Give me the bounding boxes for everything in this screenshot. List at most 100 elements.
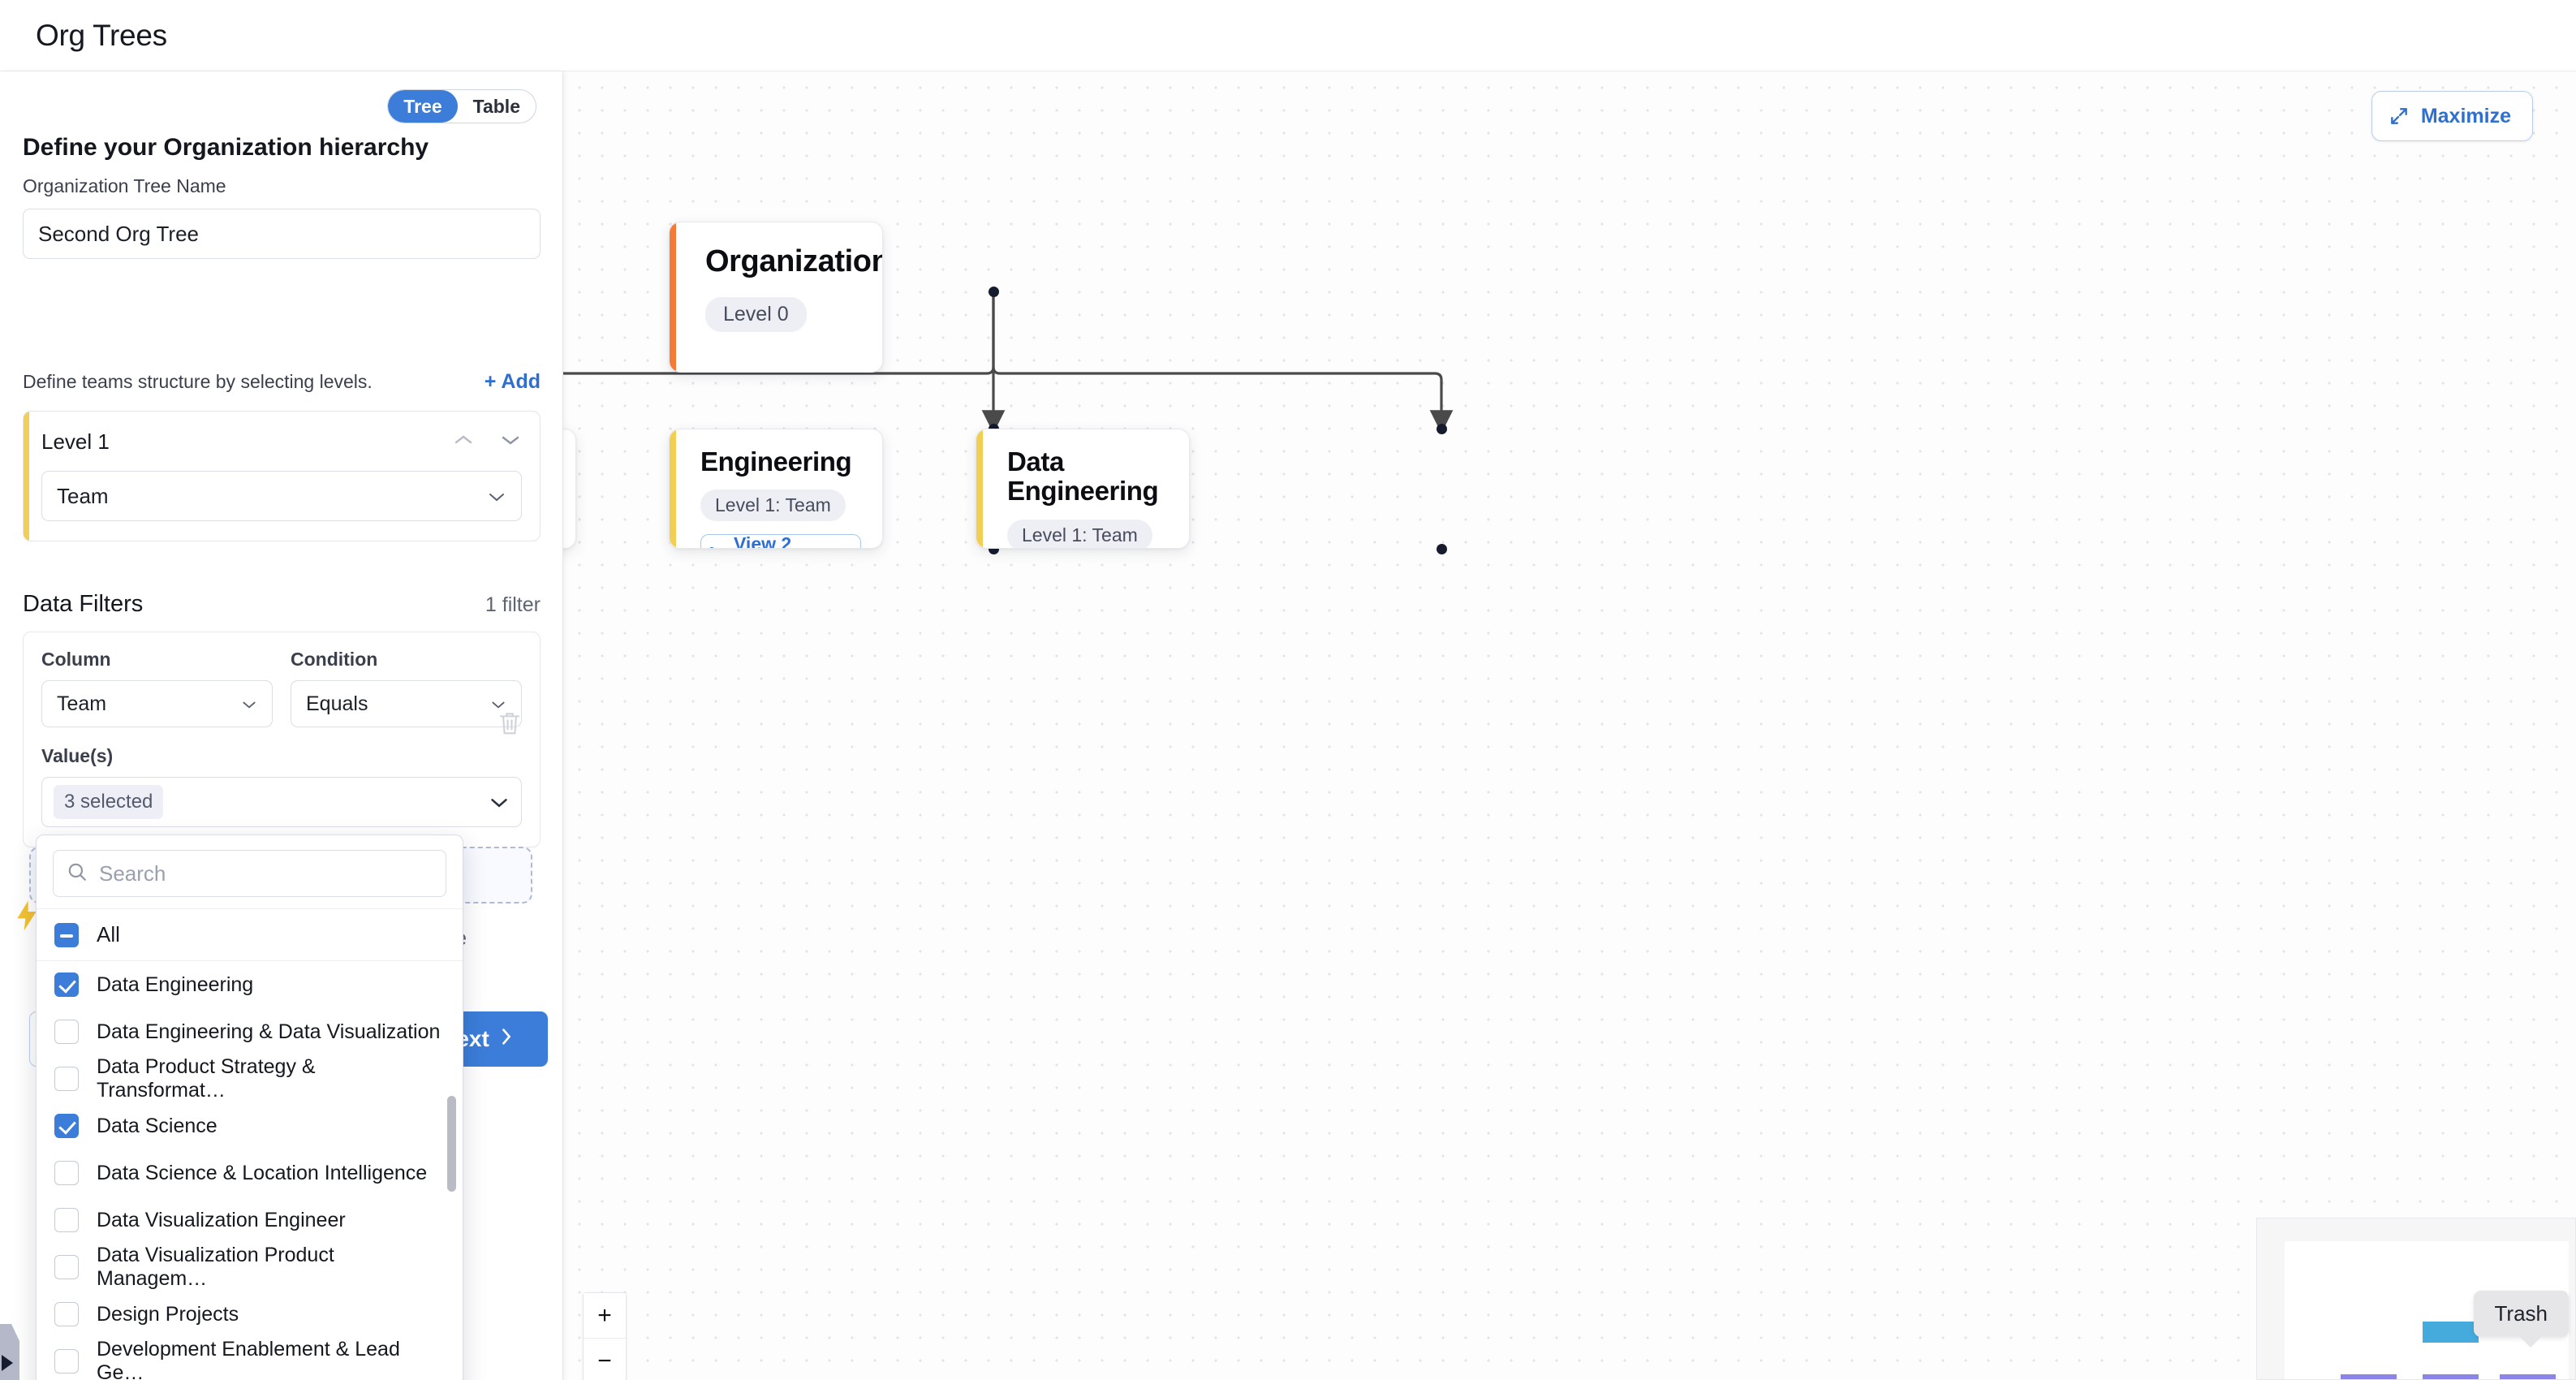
node-title: Data Engineering [1007, 446, 1159, 507]
maximize-label: Maximize [2420, 104, 2511, 127]
option-label: Data Engineering [97, 972, 254, 996]
node-accent-bar [976, 429, 983, 548]
filter-values-label: Value(s) [41, 745, 114, 766]
option-checkbox[interactable] [54, 972, 79, 997]
filter-values-select[interactable]: 3 selected [41, 777, 522, 827]
data-filters-heading: Data Filters [23, 591, 144, 617]
view-members-label: View 2 members [734, 533, 792, 549]
add-level-button[interactable]: + Add [485, 370, 541, 394]
tree-name-input[interactable]: Second Org Tree [23, 209, 541, 259]
tree-node-data-science[interactable]: Data Science Level 1: Team View 2 m [563, 429, 576, 549]
dropdown-select-all-row[interactable]: All [37, 909, 463, 961]
filter-condition-label: Condition [291, 649, 378, 670]
members-icon [701, 545, 722, 548]
node-level-chip: Level 1: Team [700, 489, 846, 522]
level-name: Level 1 [41, 429, 110, 454]
panel-heading: Define your Organization hierarchy [23, 134, 429, 161]
trash-tooltip: Trash [2473, 1291, 2569, 1348]
option-label: Data Science [97, 1114, 218, 1137]
search-box[interactable] [53, 850, 446, 897]
chevron-down-icon [487, 484, 506, 509]
search-icon [67, 861, 88, 886]
tab-tree[interactable]: Tree [388, 90, 458, 123]
level-type-value: Team [57, 483, 109, 508]
node-title: Engineering [700, 446, 852, 477]
plus-icon: + [484, 370, 497, 393]
list-item[interactable]: Data Visualization Product Managem… [37, 1244, 463, 1291]
view-members-button[interactable]: View 2 members [700, 533, 861, 549]
top-bar: Org Trees [0, 0, 2576, 71]
minimap[interactable]: Trash [2256, 1218, 2576, 1380]
option-checkbox[interactable] [54, 1349, 79, 1374]
list-item[interactable]: Design Projects [37, 1291, 463, 1338]
add-level-label: Add [501, 370, 541, 393]
maximize-button[interactable]: Maximize [2371, 91, 2533, 141]
chevron-down-icon [490, 692, 506, 716]
filter-count: 1 filter [485, 593, 541, 616]
view-toggle[interactable]: Tree Table [387, 89, 536, 123]
multiselect-dropdown[interactable]: All Data Engineering Data Engineering & … [36, 834, 463, 1380]
list-item[interactable]: Data Product Strategy & Transformat… [37, 1055, 463, 1102]
lightning-icon [13, 899, 41, 936]
minimap-node [2500, 1374, 2556, 1379]
chevron-right-icon [2, 1355, 13, 1371]
node-port-bottom [1437, 544, 1447, 554]
tab-table[interactable]: Table [472, 96, 520, 117]
list-item[interactable]: Data Engineering & Data Visualization [37, 1008, 463, 1055]
selected-count-chip: 3 selected [54, 785, 164, 819]
zoom-in-button[interactable]: + [584, 1293, 626, 1339]
dropdown-scrollbar[interactable] [447, 1096, 456, 1192]
node-level-chip: Level 0 [705, 296, 807, 332]
dropdown-option-list[interactable]: Data Engineering Data Engineering & Data… [37, 961, 463, 1380]
filter-condition-value: Equals [306, 692, 368, 715]
minimap-viewport [2285, 1241, 2569, 1379]
filter-column-select[interactable]: Team [41, 680, 273, 727]
option-checkbox[interactable] [54, 1161, 79, 1185]
level-card: Level 1 Team [23, 411, 541, 541]
tree-name-label: Organization Tree Name [23, 175, 226, 196]
tree-name-value: Second Org Tree [38, 221, 199, 246]
chevron-down-icon [489, 790, 510, 815]
tree-node-organization[interactable]: Organization Level 0 [669, 222, 883, 373]
search-input[interactable] [99, 860, 433, 886]
filter-condition-select[interactable]: Equals [291, 680, 522, 727]
collapse-panel-handle[interactable] [0, 1324, 19, 1380]
move-down-icon[interactable] [499, 433, 522, 451]
list-item[interactable]: Data Science [37, 1102, 463, 1149]
option-label: Development Enablement & Lead Ge… [97, 1338, 400, 1380]
option-checkbox[interactable] [54, 1208, 79, 1232]
filter-column-label: Column [41, 649, 111, 670]
list-item[interactable]: Data Science & Location Intelligence [37, 1149, 463, 1197]
chevron-down-icon [241, 692, 257, 716]
option-checkbox[interactable] [54, 1020, 79, 1044]
option-checkbox[interactable] [54, 1302, 79, 1326]
tree-node-data-engineering[interactable]: Data Engineering Level 1: Team View [976, 429, 1190, 549]
option-checkbox[interactable] [54, 1255, 79, 1279]
level-type-select[interactable]: Team [41, 471, 522, 521]
option-label: Data Visualization Product Managem… [97, 1244, 334, 1290]
node-accent-bar [670, 429, 676, 548]
select-all-checkbox[interactable] [54, 922, 79, 947]
option-label: Data Product Strategy & Transformat… [97, 1055, 316, 1102]
option-label: Data Engineering & Data Visualization [97, 1020, 441, 1043]
minimap-node [2423, 1322, 2479, 1343]
tree-node-engineering[interactable]: Engineering Level 1: Team View 2 me [669, 429, 883, 549]
zoom-out-button[interactable]: − [584, 1339, 626, 1380]
list-item[interactable]: Development Enablement & Lead Ge… [37, 1338, 463, 1380]
list-item[interactable]: Data Engineering [37, 961, 463, 1008]
filter-card: Column Team Condition Equals [23, 632, 541, 847]
node-port-bottom [989, 287, 999, 297]
minimap-node [2423, 1374, 2479, 1379]
option-label: Data Science & Location Intelligence [97, 1161, 428, 1184]
move-up-icon[interactable] [452, 433, 475, 451]
option-checkbox[interactable] [54, 1067, 79, 1091]
select-all-label: All [97, 922, 120, 947]
delete-filter-icon[interactable] [498, 710, 522, 740]
list-item[interactable]: Data Visualization Engineer [37, 1197, 463, 1244]
maximize-icon [2389, 106, 2410, 127]
option-checkbox[interactable] [54, 1114, 79, 1138]
node-accent-bar [670, 222, 676, 372]
org-chart-canvas[interactable]: Maximize Organization Level 0 [563, 71, 2576, 1380]
zoom-controls[interactable]: + − [583, 1292, 627, 1380]
